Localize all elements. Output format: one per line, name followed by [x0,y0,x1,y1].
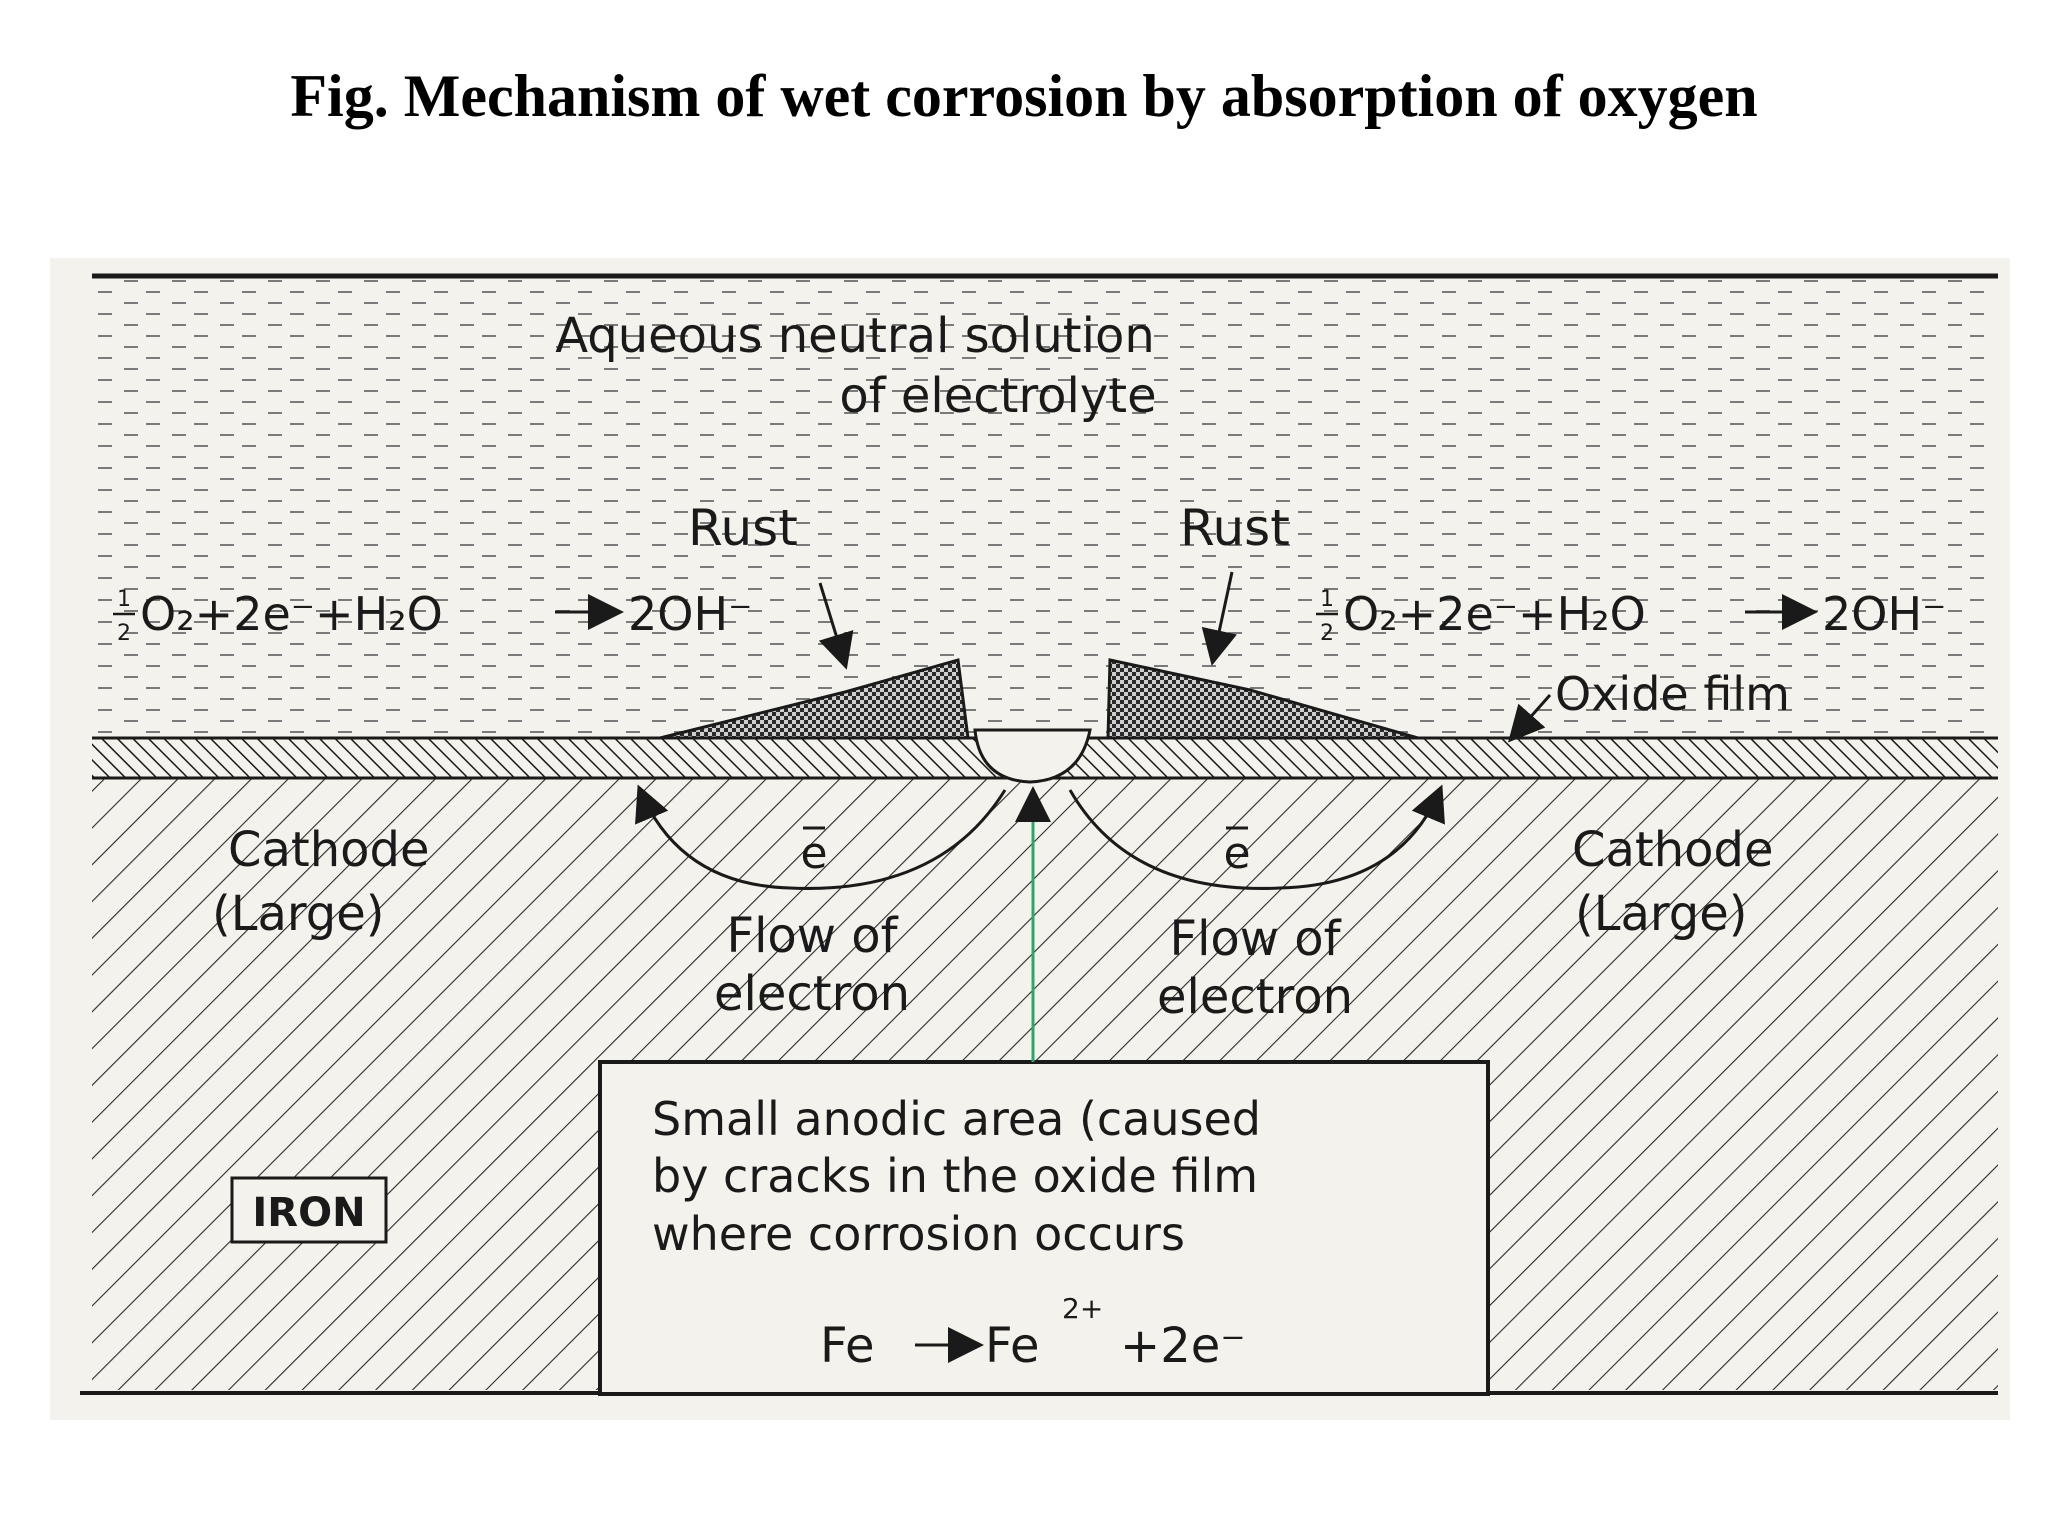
half-fraction-left: 1 2 [113,587,135,646]
solution-label-line1: Aqueous neutral solution [555,308,1154,364]
anode-box [598,1060,1490,1396]
iron-label-box [230,1176,388,1244]
cathode-product-right: 2OH⁻ [1822,587,1946,641]
rust-pointer-left [818,582,854,670]
anode-equation-reactant: Fe [820,1318,875,1374]
electrolyte-region [92,273,1998,738]
anode-label-line3: where corrosion occurs [652,1207,1185,1261]
electron-symbol-left: e [800,828,827,879]
rust-label-right: Rust [1180,499,1290,557]
cathode-label-left: Cathode [228,822,430,878]
solution-label-line2: of electrolyte [839,368,1156,424]
anode-label-line1: Small anodic area (caused [652,1092,1261,1146]
cathode-sublabel-left: (Large) [212,886,385,942]
electron-symbol-right: e [1223,828,1250,879]
electron-flow-arc-left [635,784,1007,890]
anode-label-line2: by cracks in the oxide film [652,1149,1258,1203]
rust-label-left: Rust [688,499,798,557]
anode-equation-charge: 2+ [1062,1292,1103,1325]
flow-label-right-line2: electron [1157,969,1353,1025]
flow-label-left-line2: electron [714,966,910,1022]
half-fraction-right: 1 2 [1316,587,1338,646]
rust-deposit-right [1106,658,1419,740]
svg-text:2: 2 [1320,621,1334,646]
cathode-equation-right: O₂+2e⁻+H₂O [1343,587,1646,641]
electron-flow-arc-right [1068,784,1445,890]
svg-text:1: 1 [117,587,131,612]
cathode-sublabel-right: (Large) [1575,886,1748,942]
figure-title: Fig. Mechanism of wet corrosion by absor… [290,63,1758,129]
svg-text:1: 1 [1320,587,1334,612]
flow-label-left-line1: Flow of [726,908,898,964]
flow-label-right-line1: Flow of [1169,911,1341,967]
rust-deposit-left [659,658,970,740]
cathode-product-left: 2OH⁻ [628,587,752,641]
oxide-film-label: Oxide film [1555,667,1790,721]
iron-label: IRON [252,1190,365,1236]
cathode-equation-left: O₂+2e⁻+H₂O [140,587,443,641]
anodic-pit [973,728,1092,784]
anode-equation-product: Fe [985,1318,1040,1374]
cathode-label-right: Cathode [1572,822,1774,878]
oxide-film-pointer [1508,694,1552,743]
anode-equation-electrons: +2e⁻ [1120,1318,1246,1374]
svg-text:2: 2 [117,621,131,646]
rust-pointer-right [1201,571,1237,666]
